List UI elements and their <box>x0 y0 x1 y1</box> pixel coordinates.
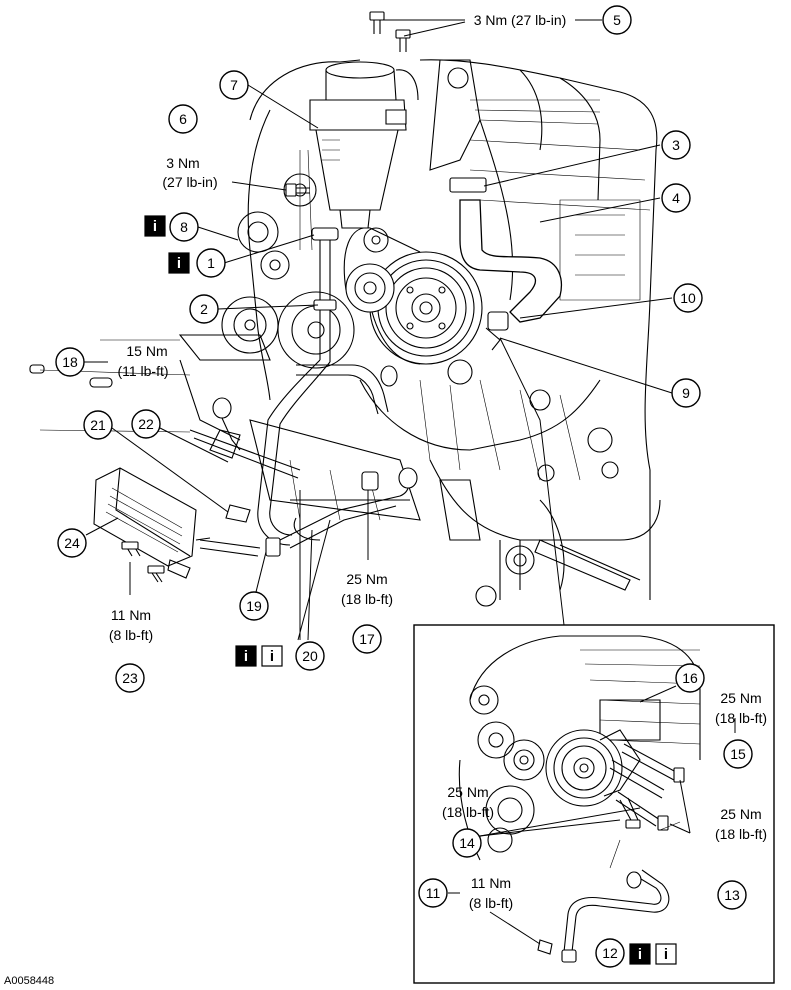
callout-15: 15 <box>723 739 753 769</box>
callout-11: 11 <box>418 878 448 908</box>
engine-line-art <box>29 59 661 607</box>
callout-16: 16 <box>675 663 705 693</box>
figure-id: A0058448 <box>4 975 54 987</box>
callout-2: 2 <box>189 294 219 324</box>
svg-text:5: 5 <box>613 12 621 28</box>
svg-text:i: i <box>638 946 642 963</box>
callout-3: 3 <box>661 130 691 160</box>
svg-text:i: i <box>177 255 181 272</box>
callout-20: 20 <box>295 641 325 671</box>
callout-4: 4 <box>661 183 691 213</box>
svg-text:23: 23 <box>122 670 138 686</box>
callout-5: 5 <box>602 5 632 35</box>
svg-text:1: 1 <box>207 255 215 271</box>
torque-label-15-nm: 25 Nm <box>720 690 761 706</box>
svg-text:13: 13 <box>724 887 740 903</box>
svg-text:22: 22 <box>138 416 154 432</box>
callout-12: 12 <box>595 938 625 968</box>
callout-8: 8 <box>169 212 199 242</box>
torque-label-13-lb: (18 lb-ft) <box>715 826 767 842</box>
svg-text:9: 9 <box>682 385 690 401</box>
callout-24: 24 <box>57 528 87 558</box>
svg-text:6: 6 <box>179 111 187 127</box>
svg-text:20: 20 <box>302 648 318 664</box>
torque-label-11-lb: (8 lb-ft) <box>469 895 513 911</box>
torque-label-6-nm: 3 Nm <box>166 155 199 171</box>
svg-text:2: 2 <box>200 301 208 317</box>
callout-10: 10 <box>673 283 703 313</box>
callout-7: 7 <box>219 70 249 100</box>
svg-text:24: 24 <box>64 535 80 551</box>
svg-text:14: 14 <box>459 835 475 851</box>
torque-label-13-nm: 25 Nm <box>720 806 761 822</box>
svg-text:21: 21 <box>90 417 106 433</box>
torque-label-18-lb: (11 lb-ft) <box>117 363 168 379</box>
svg-text:i: i <box>270 648 274 665</box>
svg-text:8: 8 <box>180 219 188 235</box>
svg-text:19: 19 <box>246 598 262 614</box>
svg-text:i: i <box>153 218 157 235</box>
svg-text:11: 11 <box>426 885 441 901</box>
info-icon-callout-12-outline: i <box>655 943 677 965</box>
oil-cooler <box>93 467 211 583</box>
svg-text:i: i <box>244 648 248 665</box>
svg-text:18: 18 <box>62 354 78 370</box>
callout-22: 22 <box>131 409 161 439</box>
callout-14: 14 <box>452 828 482 858</box>
svg-text:17: 17 <box>359 631 375 647</box>
callout-13: 13 <box>717 880 747 910</box>
callout-23: 23 <box>115 663 145 693</box>
power-steering-reservoir <box>309 61 419 229</box>
detail-inset <box>413 624 775 984</box>
svg-text:i: i <box>664 946 668 963</box>
torque-label-14-nm: 25 Nm <box>447 784 488 800</box>
callout-19: 19 <box>239 591 269 621</box>
callout-17: 17 <box>352 624 382 654</box>
info-icon-callout-20-outline: i <box>261 645 283 667</box>
svg-text:12: 12 <box>602 945 618 961</box>
torque-label-5: 3 Nm (27 lb-in) <box>474 12 567 28</box>
torque-label-23-lb: (8 lb-ft) <box>109 627 153 643</box>
torque-label-15-lb: (18 lb-ft) <box>715 710 767 726</box>
svg-text:15: 15 <box>730 746 746 762</box>
fasteners-top <box>285 11 411 197</box>
info-icon-callout-8: i <box>144 215 166 237</box>
torque-label-17-lb: (18 lb-ft) <box>341 591 393 607</box>
hoses-and-lines <box>199 177 563 557</box>
svg-text:10: 10 <box>680 290 696 306</box>
callout-18: 18 <box>55 347 85 377</box>
callout-6: 6 <box>168 104 198 134</box>
torque-labels: 3 Nm (27 lb-in) 3 Nm (27 lb-in) 15 Nm (1… <box>109 12 767 911</box>
torque-label-18-nm: 15 Nm <box>126 343 167 359</box>
callout-1: 1 <box>196 248 226 278</box>
info-icon-callout-20-solid: i <box>235 645 257 667</box>
torque-label-14-lb: (18 lb-ft) <box>442 804 494 820</box>
callout-9: 9 <box>671 378 701 408</box>
svg-text:7: 7 <box>230 77 238 93</box>
torque-label-23-nm: 11 Nm <box>111 607 151 623</box>
torque-label-11-nm: 11 Nm <box>471 875 511 891</box>
callout-21: 21 <box>83 410 113 440</box>
svg-text:16: 16 <box>682 670 698 686</box>
info-icons: i i i i i i <box>144 215 677 965</box>
svg-text:4: 4 <box>672 190 680 206</box>
info-icon-callout-1: i <box>168 252 190 274</box>
info-icon-callout-12-solid: i <box>629 943 651 965</box>
torque-label-6-lb: (27 lb-in) <box>162 174 217 190</box>
callouts: 1 2 3 4 5 6 7 8 9 10 11 12 13 14 15 16 1… <box>55 5 753 968</box>
svg-text:3: 3 <box>672 137 680 153</box>
leader-lines <box>84 19 736 945</box>
torque-label-17-nm: 25 Nm <box>346 571 387 587</box>
